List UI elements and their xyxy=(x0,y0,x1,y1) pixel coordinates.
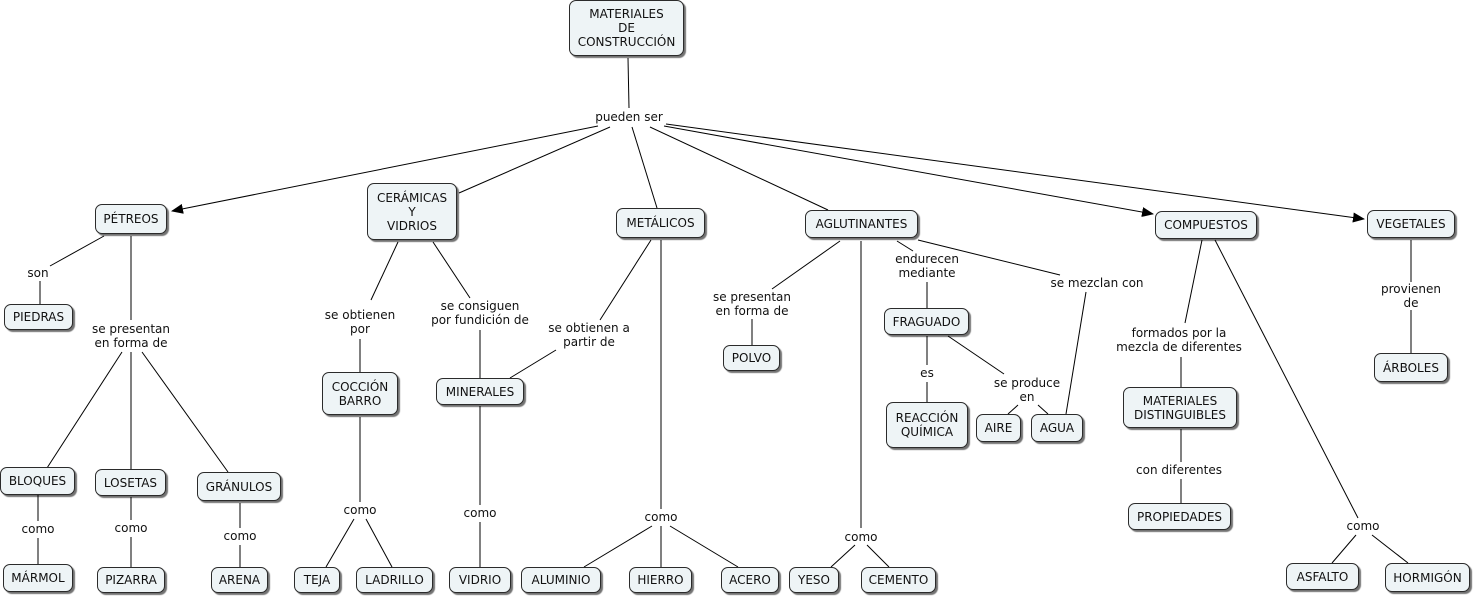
concept-ceramicas-y-vidrios[interactable]: CERÁMICAS Y VIDRIOS xyxy=(367,183,457,240)
concept-arboles[interactable]: ÁRBOLES xyxy=(1374,353,1448,382)
concept-yeso[interactable]: YESO xyxy=(789,567,839,593)
concept-agua[interactable]: AGUA xyxy=(1031,414,1083,442)
link-como-granulos: como xyxy=(222,529,258,543)
link-se-obtienen-a-partir-de: se obtienen a partir de xyxy=(547,321,631,349)
concept-reaccion-quimica[interactable]: REACCIÓN QUÍMICA xyxy=(886,402,968,448)
link-como-minerales: como xyxy=(462,506,498,520)
concept-minerales[interactable]: MINERALES xyxy=(436,378,524,405)
concept-materiales-distinguibles[interactable]: MATERIALES DISTINGUIBLES xyxy=(1123,387,1237,428)
link-como-metalicos: como xyxy=(643,510,679,524)
link-se-produce-en: se produce en xyxy=(992,376,1062,404)
concept-hierro[interactable]: HIERRO xyxy=(629,567,692,593)
link-como-aglutinantes: como xyxy=(843,530,879,544)
link-provienen-de: provienen de xyxy=(1379,282,1443,310)
link-como-bloques: como xyxy=(20,522,56,536)
concept-vegetales[interactable]: VEGETALES xyxy=(1367,210,1455,238)
concept-granulos[interactable]: GRÁNULOS xyxy=(197,472,281,501)
link-con-diferentes: con diferentes xyxy=(1135,463,1223,477)
concept-teja[interactable]: TEJA xyxy=(294,567,340,593)
concept-ladrillo[interactable]: LADRILLO xyxy=(356,567,433,593)
link-es: es xyxy=(919,366,935,380)
concept-hormigon[interactable]: HORMIGÓN xyxy=(1385,563,1470,592)
concept-asfalto[interactable]: ASFALTO xyxy=(1286,563,1359,590)
concept-petreos[interactable]: PÉTREOS xyxy=(95,204,167,234)
link-son: son xyxy=(26,266,50,280)
concept-losetas[interactable]: LOSETAS xyxy=(95,469,166,496)
concept-marmol[interactable]: MÁRMOL xyxy=(3,564,73,592)
concept-coccion-barro[interactable]: COCCIÓN BARRO xyxy=(322,372,398,415)
link-endurecen-mediante: endurecen mediante xyxy=(894,252,960,280)
concept-aire[interactable]: AIRE xyxy=(976,414,1021,442)
link-como-losetas: como xyxy=(113,521,149,535)
concept-fraguado[interactable]: FRAGUADO xyxy=(884,308,969,335)
concept-propiedades[interactable]: PROPIEDADES xyxy=(1128,503,1231,530)
link-se-consiguen-por-fundicion-de: se consiguen por fundición de xyxy=(430,299,530,327)
link-pueden-ser: pueden ser xyxy=(594,110,664,124)
concept-metalicos[interactable]: METÁLICOS xyxy=(616,208,705,238)
concept-arena[interactable]: ARENA xyxy=(211,567,268,593)
link-se-presentan-en-forma-de-petreos: se presentan en forma de xyxy=(90,322,172,350)
concept-cemento[interactable]: CEMENTO xyxy=(861,567,936,593)
concept-acero[interactable]: ACERO xyxy=(721,567,779,593)
concept-vidrio[interactable]: VIDRIO xyxy=(449,567,511,593)
link-se-mezclan-con: se mezclan con xyxy=(1049,276,1145,290)
concept-bloques[interactable]: BLOQUES xyxy=(0,467,75,495)
concept-polvo[interactable]: POLVO xyxy=(723,345,780,371)
concept-piedras[interactable]: PIEDRAS xyxy=(4,304,73,330)
concept-aglutinantes[interactable]: AGLUTINANTES xyxy=(805,210,918,238)
link-como-coccion: como xyxy=(342,503,378,517)
link-formados-por-la-mezcla-de-diferentes: formados por la mezcla de diferentes xyxy=(1115,326,1243,354)
link-como-compuestos: como xyxy=(1345,519,1381,533)
concept-compuestos[interactable]: COMPUESTOS xyxy=(1155,211,1257,239)
concept-pizarra[interactable]: PIZARRA xyxy=(97,567,165,593)
link-se-presentan-en-forma-de-aglutinantes: se presentan en forma de xyxy=(711,290,793,318)
concept-aluminio[interactable]: ALUMINIO xyxy=(521,567,601,593)
concept-materiales-de-construccion[interactable]: MATERIALES DE CONSTRUCCIÓN xyxy=(569,0,684,56)
link-se-obtienen-por: se obtienen por xyxy=(323,308,397,336)
